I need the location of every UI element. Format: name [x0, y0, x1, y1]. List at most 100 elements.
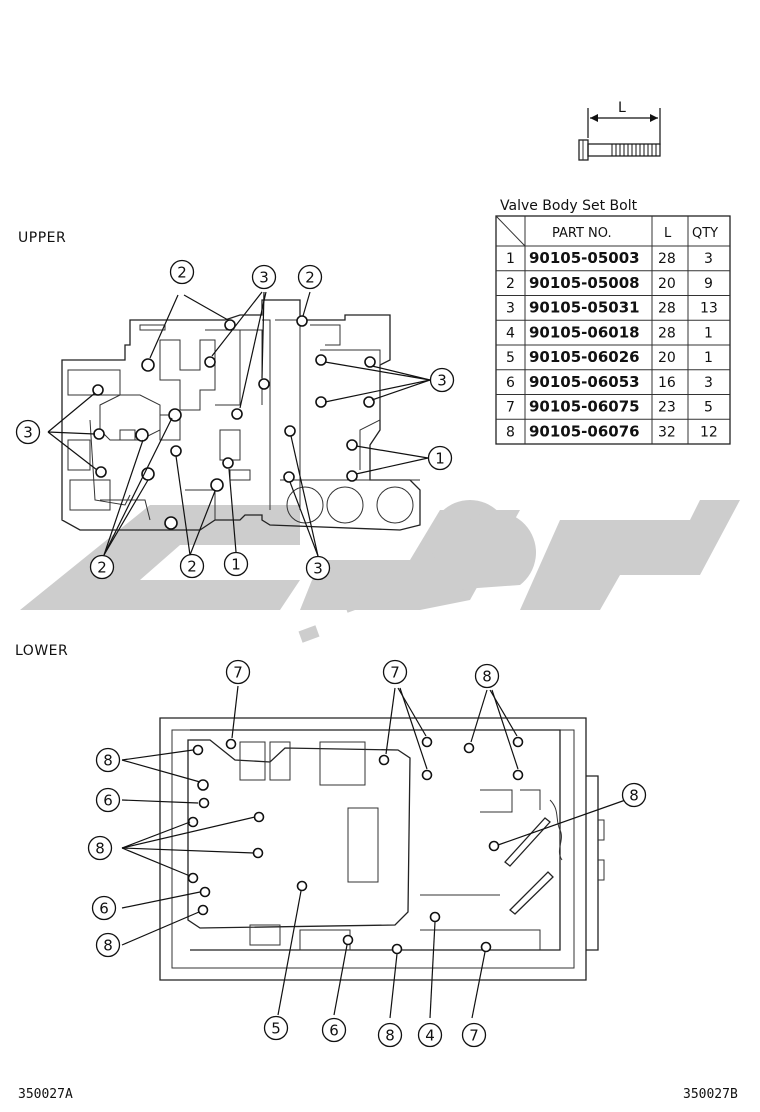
table-cell-qty: 3: [704, 251, 713, 267]
callout-circle: [474, 663, 500, 689]
table-cell-number: 2: [506, 276, 515, 292]
table-cell-part-no: 90105-06026: [529, 348, 640, 366]
table-cell-qty: 5: [704, 400, 713, 416]
callout-number: 8: [482, 668, 492, 686]
section-label-upper: UPPER: [18, 230, 66, 246]
callout-circle: [417, 1022, 443, 1048]
callout-upper: 1: [223, 551, 249, 577]
callout-lower: 6: [321, 1017, 347, 1043]
table-cell-qty: 9: [704, 276, 713, 292]
callout-lower: 8: [377, 1022, 403, 1048]
callout-number: 3: [23, 424, 33, 442]
callout-lower: 7: [382, 659, 408, 685]
table-cell-l: 20: [658, 350, 676, 366]
bolt-table: Valve Body Set Bolt PART NO. L QTY 1 9010…: [495, 198, 731, 445]
table-header-l: L: [664, 226, 672, 241]
lower-leader-lines: [121, 685, 635, 1019]
callout-circle: [621, 782, 647, 808]
watermark-logo: [20, 500, 740, 643]
table-cell-number: 6: [506, 375, 515, 391]
table-cell-part-no: 90105-06075: [529, 398, 640, 416]
callout-number: 2: [97, 559, 107, 577]
callout-lower: 5: [263, 1015, 289, 1041]
callout-upper: 2: [169, 259, 195, 285]
callout-circle: [429, 367, 455, 393]
callout-upper: 3: [15, 419, 41, 445]
table-row: 7 90105-06075 23 5: [506, 398, 713, 416]
callout-circle: [95, 747, 121, 773]
callout-circle: [91, 895, 117, 921]
table-cell-l: 20: [658, 276, 676, 292]
callout-circle: [225, 659, 251, 685]
table-cell-l: 28: [658, 325, 676, 341]
callout-number: 8: [103, 752, 113, 770]
callout-circle: [223, 551, 249, 577]
callout-circle: [179, 553, 205, 579]
callout-circle: [15, 419, 41, 445]
callout-circle: [95, 787, 121, 813]
bolt-icon: L: [578, 100, 661, 161]
callout-circle: [321, 1017, 347, 1043]
callout-lower: 8: [621, 782, 647, 808]
table-cell-number: 7: [506, 400, 515, 416]
table-cell-l: 28: [658, 301, 676, 317]
callout-number: 6: [103, 792, 113, 810]
callout-lower: 8: [95, 747, 121, 773]
table-title: Valve Body Set Bolt: [500, 198, 638, 214]
callout-circle: [297, 264, 323, 290]
callout-upper: 3: [251, 264, 277, 290]
callout-lower: 6: [91, 895, 117, 921]
callout-lower: 8: [87, 835, 113, 861]
callout-lower: 4: [417, 1022, 443, 1048]
callout-lower: 6: [95, 787, 121, 813]
callout-upper: 2: [89, 554, 115, 580]
table-cell-qty: 12: [700, 424, 718, 440]
table-cell-l: 23: [658, 400, 676, 416]
table-cell-l: 28: [658, 251, 676, 267]
table-cell-part-no: 90105-06076: [529, 422, 640, 440]
callout-upper: 3: [429, 367, 455, 393]
table-cell-number: 8: [506, 424, 515, 440]
callout-number: 8: [95, 840, 105, 858]
callout-lower: 7: [225, 659, 251, 685]
callout-number: 3: [437, 372, 447, 390]
callout-circle: [382, 659, 408, 685]
callout-lower: 8: [474, 663, 500, 689]
section-label-lower: LOWER: [15, 643, 68, 659]
callout-upper: 1: [427, 445, 453, 471]
callout-number: 7: [469, 1027, 479, 1045]
dimension-label-l: L: [618, 100, 626, 116]
table-cell-part-no: 90105-06018: [529, 323, 640, 341]
callout-circle: [377, 1022, 403, 1048]
callout-upper: 3: [305, 555, 331, 581]
callout-number: 3: [313, 560, 323, 578]
lower-valve-body: [159, 717, 605, 981]
table-header-qty: QTY: [692, 226, 718, 241]
table-cell-qty: 3: [704, 375, 713, 391]
callout-number: 8: [629, 787, 639, 805]
lower-bolt-holes: [187, 736, 524, 955]
callout-number: 2: [177, 264, 187, 282]
table-cell-part-no: 90105-05003: [529, 249, 640, 267]
callout-circle: [427, 445, 453, 471]
table-cell-qty: 1: [704, 325, 713, 341]
table-header-part-no: PART NO.: [552, 226, 612, 241]
table-row: 2 90105-05008 20 9: [506, 274, 713, 292]
callout-number: 3: [259, 269, 269, 287]
callout-circle: [95, 932, 121, 958]
table-cell-qty: 1: [704, 350, 713, 366]
figure-code-left: 350027A: [18, 1087, 73, 1102]
table-cell-part-no: 90105-05008: [529, 274, 640, 292]
callout-lower: 8: [95, 932, 121, 958]
callout-circle: [87, 835, 113, 861]
table-cell-part-no: 90105-05031: [529, 299, 640, 317]
upper-bolt-holes: [92, 315, 376, 530]
callout-number: 2: [305, 269, 315, 287]
